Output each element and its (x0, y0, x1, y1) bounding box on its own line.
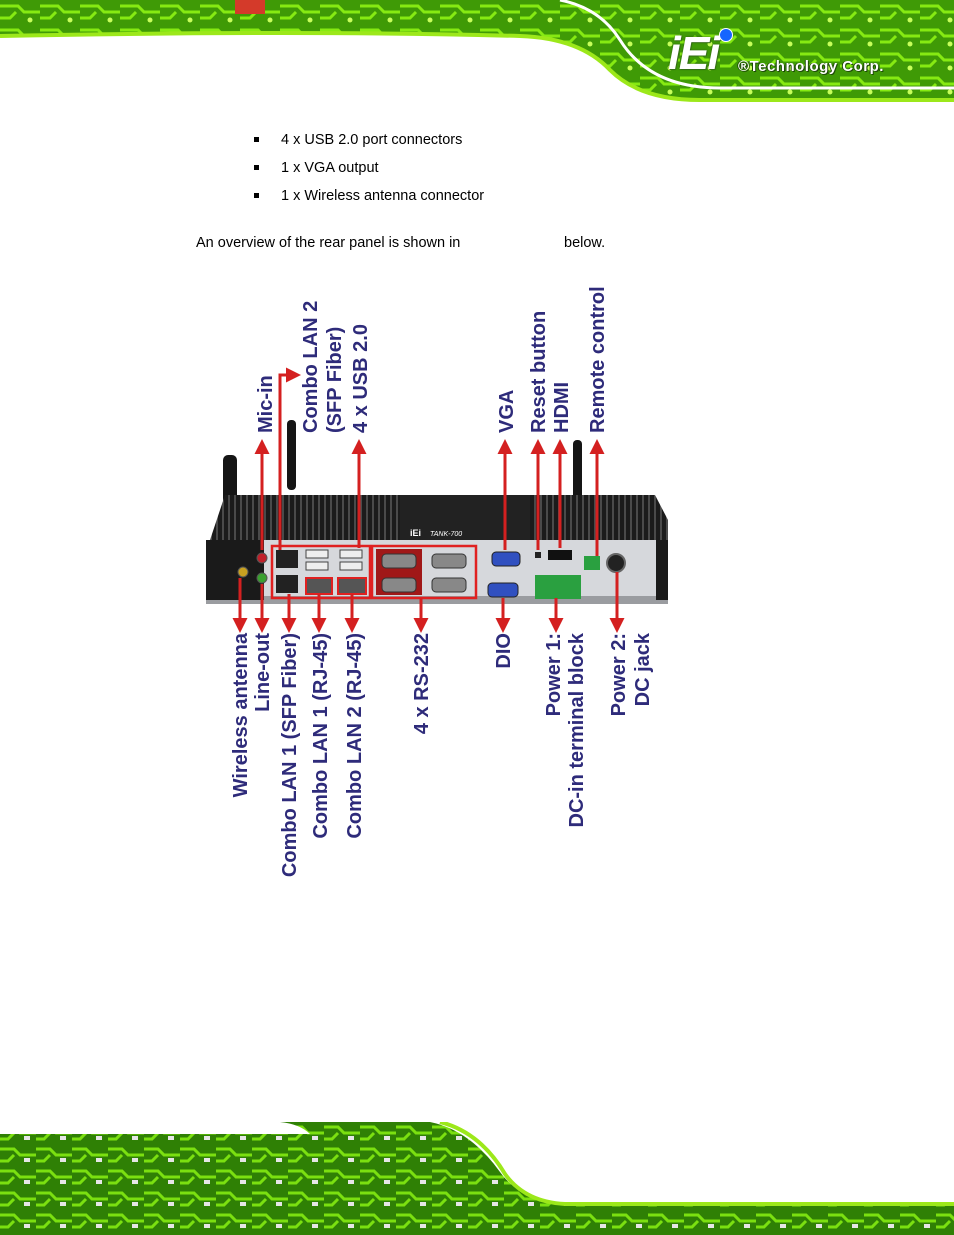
label-combo-lan1-rj45: Combo LAN 1 (RJ-45) (310, 633, 332, 839)
reset-button (535, 552, 541, 558)
mic-in-jack (257, 553, 267, 563)
rj45-port-1 (306, 578, 332, 594)
label-combo-lan1-sfp: Combo LAN 1 (SFP Fiber) (279, 633, 301, 877)
label-combo-lan2-rj45: Combo LAN 2 (RJ-45) (344, 633, 366, 839)
hdmi-port (548, 550, 572, 560)
rs232-port (432, 578, 466, 592)
label-power1-terminal: DC-in terminal block (566, 632, 588, 827)
label-combo-lan2-sfp: (SFP Fiber) (324, 327, 346, 433)
usb-port (340, 550, 362, 558)
label-dio: DIO (493, 633, 515, 669)
usb-port (306, 562, 328, 570)
antenna-rear (573, 440, 582, 500)
label-remote: Remote control (587, 286, 609, 433)
label-hdmi: HDMI (551, 382, 573, 433)
label-wireless-antenna: Wireless antenna (230, 632, 252, 797)
label-vga: VGA (496, 390, 518, 433)
dio-port (488, 583, 518, 597)
model-plate: TANK-700 (430, 531, 462, 538)
rs232-port (382, 554, 416, 568)
rj45-port-2 (338, 578, 366, 594)
brand-plate: iEi (410, 528, 421, 538)
dc-terminal-block (535, 575, 581, 599)
label-line-out: Line-out (252, 633, 274, 712)
footer-pcb-banner (0, 1122, 954, 1235)
label-reset: Reset button (528, 311, 550, 433)
rs232-port (432, 554, 466, 568)
label-rs232: 4 x RS-232 (411, 633, 433, 734)
label-power2-jack: DC jack (632, 632, 654, 706)
antenna-right (287, 420, 296, 490)
rs232-port (382, 578, 416, 592)
label-usb: 4 x USB 2.0 (350, 324, 372, 433)
label-combo-lan2: Combo LAN 2 (300, 301, 322, 433)
label-power1: Power 1: (543, 633, 565, 716)
remote-connector (584, 556, 600, 570)
label-power2: Power 2: (608, 633, 630, 716)
usb-port (340, 562, 362, 570)
label-mic-in: Mic-in (255, 375, 277, 433)
sfp-port-2 (276, 550, 298, 568)
vga-port (492, 552, 520, 566)
sfp-port-1 (276, 575, 298, 593)
usb-port (306, 550, 328, 558)
antenna-connector (238, 567, 248, 577)
dc-jack (607, 554, 625, 572)
line-out-jack (257, 573, 267, 583)
